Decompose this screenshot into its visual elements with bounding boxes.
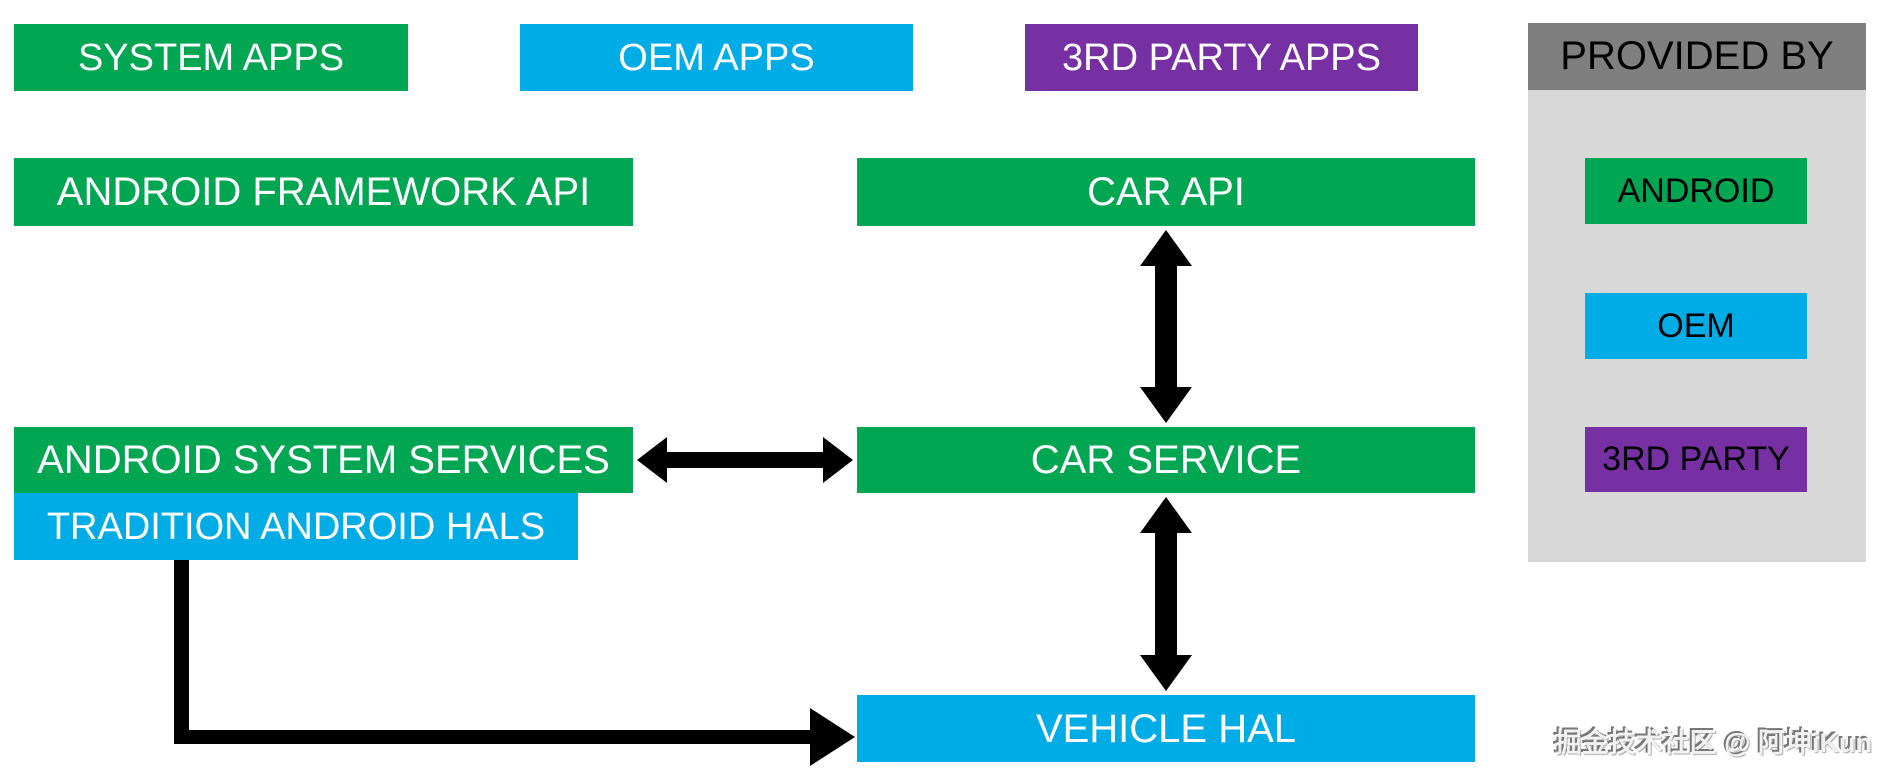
legend-android-label: ANDROID xyxy=(1617,171,1775,210)
third-party-apps-label: 3RD PARTY APPS xyxy=(1062,36,1381,79)
arrow-car-api-car-service xyxy=(1140,230,1192,423)
vehicle-hal-label: VEHICLE HAL xyxy=(1035,706,1297,751)
car-service-label: CAR SERVICE xyxy=(1030,438,1302,482)
legend-3rd-party-label: 3RD PARTY xyxy=(1602,440,1790,478)
legend-item-android: ANDROID xyxy=(1585,158,1807,224)
arrow-system-services-car-service xyxy=(637,437,853,483)
tradition-android-hals-label: TRADITION ANDROID HALS xyxy=(46,505,546,548)
tradition-android-hals-box: TRADITION ANDROID HALS xyxy=(14,493,578,560)
provided-by-legend: PROVIDED BY ANDROID OEM 3RD PARTY xyxy=(1528,23,1866,562)
oem-apps-label: OEM APPS xyxy=(618,36,815,79)
vehicle-hal-box: VEHICLE HAL xyxy=(857,695,1475,762)
third-party-apps-box: 3RD PARTY APPS xyxy=(1025,24,1418,91)
car-api-label: CAR API xyxy=(1087,170,1245,214)
system-apps-label: SYSTEM APPS xyxy=(77,36,345,79)
system-apps-box: SYSTEM APPS xyxy=(14,24,408,91)
legend-item-3rd-party: 3RD PARTY xyxy=(1585,427,1807,492)
legend-oem-label: OEM xyxy=(1657,306,1735,345)
oem-apps-box: OEM APPS xyxy=(520,24,913,91)
android-system-services-label: ANDROID SYSTEM SERVICES xyxy=(37,438,610,482)
legend-title: PROVIDED BY xyxy=(1528,23,1866,90)
car-api-box: CAR API xyxy=(857,158,1475,226)
arrow-tradition-hals-vehicle-hal xyxy=(174,560,855,766)
android-framework-api-label: ANDROID FRAMEWORK API xyxy=(56,170,591,214)
android-system-services-box: ANDROID SYSTEM SERVICES xyxy=(14,427,633,493)
watermark-text: 掘金技术社区 @ 阿坤iKun xyxy=(1554,728,1872,758)
android-framework-api-box: ANDROID FRAMEWORK API xyxy=(14,158,633,226)
arrow-car-service-vehicle-hal xyxy=(1140,497,1192,691)
car-service-box: CAR SERVICE xyxy=(857,427,1475,493)
legend-item-oem: OEM xyxy=(1585,293,1807,359)
